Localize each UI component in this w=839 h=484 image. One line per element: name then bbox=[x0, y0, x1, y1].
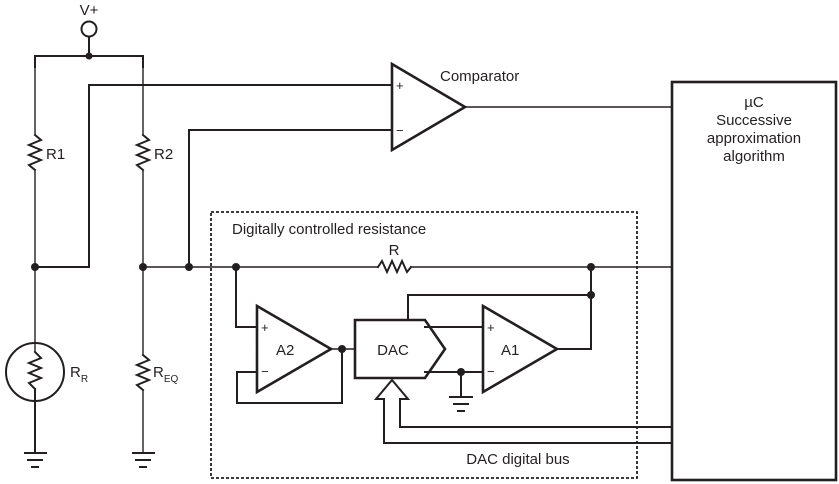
digital-resistance-title: Digitally controlled resistance bbox=[232, 221, 426, 238]
ground-icon bbox=[24, 452, 47, 468]
uc-label-line1: µC bbox=[744, 94, 764, 111]
rr-label: RR bbox=[70, 364, 88, 385]
microcontroller-block bbox=[670, 80, 838, 482]
bus-label: DAC digital bus bbox=[466, 451, 569, 468]
resistor-r2 bbox=[134, 67, 152, 267]
r-label: R bbox=[389, 242, 400, 259]
a2-minus-sign: − bbox=[261, 364, 269, 379]
opamp-a1 bbox=[481, 303, 560, 395]
ground-icon bbox=[132, 452, 155, 468]
a1-label: A1 bbox=[501, 342, 519, 359]
wire-to-comparator-plus bbox=[34, 84, 393, 268]
supply-terminal bbox=[80, 20, 98, 38]
a2-plus-sign: + bbox=[261, 320, 269, 335]
resistor-r bbox=[376, 258, 413, 275]
sensor-resistor-rr bbox=[5, 267, 65, 453]
dac-digital-bus bbox=[373, 378, 673, 444]
resistor-r1 bbox=[26, 67, 44, 267]
uc-label-line3: approximation bbox=[707, 130, 801, 147]
supply-label: V+ bbox=[80, 2, 99, 19]
wire-to-comparator-minus bbox=[188, 129, 393, 268]
ground-icon bbox=[449, 396, 473, 412]
wire-dac-ref bbox=[407, 294, 592, 321]
r1-label: R1 bbox=[46, 146, 65, 163]
supply-bus-wire bbox=[34, 55, 144, 68]
uc-label-line4: algorithm bbox=[723, 148, 785, 165]
uc-label-line2: Successive bbox=[716, 112, 792, 129]
a1-plus-sign: + bbox=[487, 320, 495, 335]
dac-block bbox=[353, 318, 447, 380]
digital-resistance-box bbox=[210, 211, 638, 479]
comparator-plus-sign: + bbox=[396, 78, 404, 93]
dac-label: DAC bbox=[377, 342, 409, 359]
a2-label: A2 bbox=[276, 342, 294, 359]
opamp-a2 bbox=[255, 303, 334, 395]
wire-a2-feedback bbox=[236, 348, 343, 404]
comparator-opamp bbox=[390, 61, 468, 153]
comparator-minus-sign: − bbox=[396, 123, 404, 138]
comparator-label: Comparator bbox=[440, 68, 519, 85]
req-label: REQ bbox=[153, 364, 179, 385]
wire-a2-plus bbox=[235, 266, 258, 328]
r2-label: R2 bbox=[154, 146, 173, 163]
resistor-req bbox=[134, 267, 152, 452]
a1-minus-sign: − bbox=[487, 364, 495, 379]
